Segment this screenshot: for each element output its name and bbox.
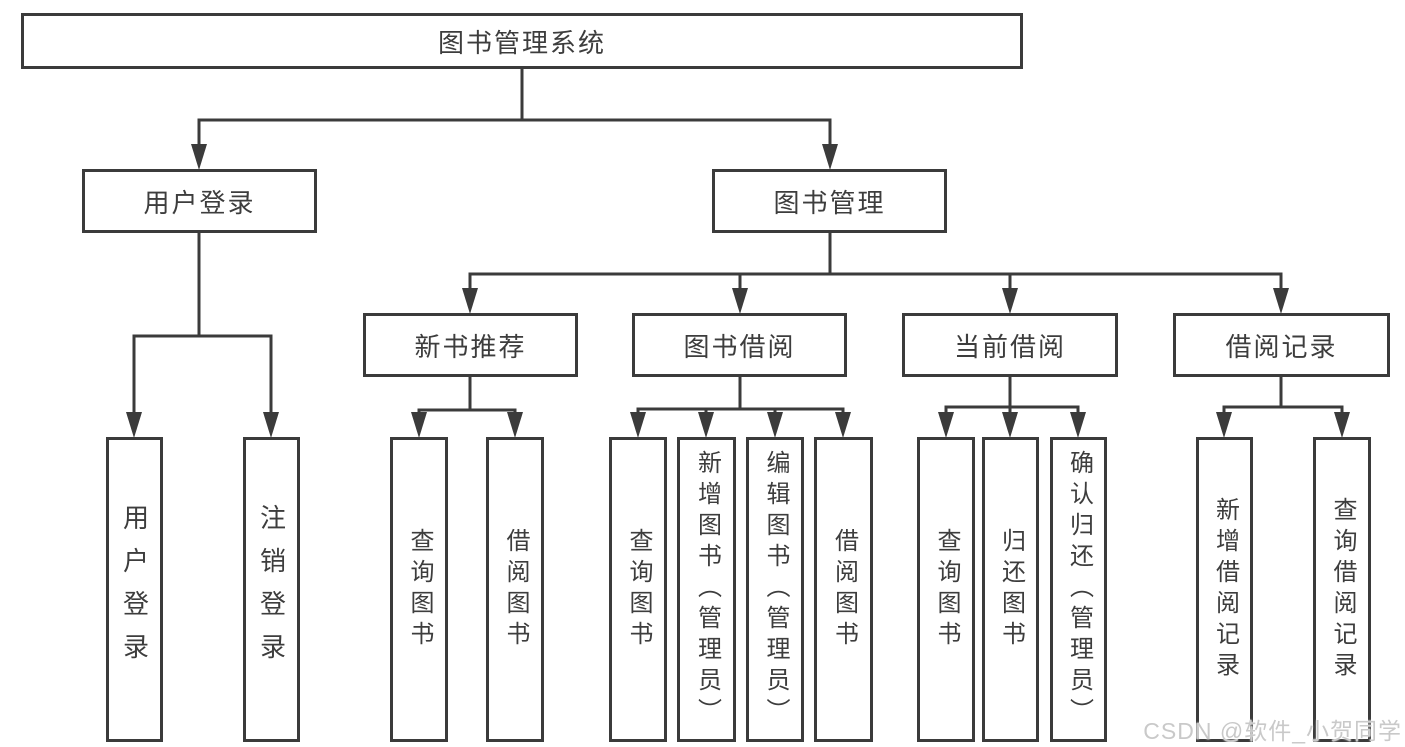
node-current-borrow-label: 当前借阅 [953,331,1066,362]
leaf-user-login-label: 用户登录 [119,503,150,676]
node-user-login: 用户登录 [82,169,317,233]
leaf-add-book-admin-label: 新增图书（管理员） [693,450,721,729]
leaf-return-book: 归还图书 [982,437,1039,742]
node-book-management: 图书管理 [712,169,947,233]
leaf-return-book-label: 归还图书 [997,527,1025,652]
csdn-watermark: CSDN @软件_小贺同学 [1143,718,1402,744]
leaf-confirm-return-admin-label: 确认归还（管理员） [1065,450,1093,729]
leaf-add-borrow-record-label: 新增借阅记录 [1211,496,1239,683]
node-new-book-recommend-label: 新书推荐 [414,331,527,362]
leaf-current-query-book: 查询图书 [917,437,975,742]
connector-paths [132,67,1344,415]
leaf-recommend-borrow-book-label: 借阅图书 [502,527,529,652]
leaf-borrow-book: 借阅图书 [814,437,873,742]
leaf-logout-label: 注销登录 [256,503,287,676]
node-root: 图书管理系统 [21,13,1023,69]
leaf-borrow-book-label: 借阅图书 [830,527,858,652]
leaf-edit-book-admin: 编辑图书（管理员） [746,437,804,742]
leaf-query-borrow-record: 查询借阅记录 [1313,437,1371,742]
node-user-login-label: 用户登录 [143,187,256,218]
node-borrow-record: 借阅记录 [1173,313,1390,377]
leaf-recommend-borrow-book: 借阅图书 [486,437,544,742]
leaf-recommend-query-book-label: 查询图书 [406,527,433,652]
node-book-borrow: 图书借阅 [632,313,847,377]
leaf-user-login: 用户登录 [106,437,163,742]
leaf-add-borrow-record: 新增借阅记录 [1196,437,1253,742]
leaf-edit-book-admin-label: 编辑图书（管理员） [762,450,789,729]
node-root-label: 图书管理系统 [437,27,606,58]
arrowheads [126,144,1350,438]
leaf-recommend-query-book: 查询图书 [390,437,448,742]
node-book-management-label: 图书管理 [773,187,886,218]
leaf-query-borrow-record-label: 查询借阅记录 [1329,496,1356,683]
leaf-add-book-admin: 新增图书（管理员） [677,437,736,742]
leaf-confirm-return-admin: 确认归还（管理员） [1050,437,1107,742]
leaf-borrow-query-book: 查询图书 [609,437,667,742]
leaf-borrow-query-book-label: 查询图书 [625,527,652,652]
node-new-book-recommend: 新书推荐 [363,313,578,377]
node-book-borrow-label: 图书借阅 [683,331,796,362]
node-borrow-record-label: 借阅记录 [1225,331,1338,362]
leaf-logout: 注销登录 [243,437,300,742]
node-current-borrow: 当前借阅 [902,313,1118,377]
leaf-current-query-book-label: 查询图书 [933,527,960,652]
